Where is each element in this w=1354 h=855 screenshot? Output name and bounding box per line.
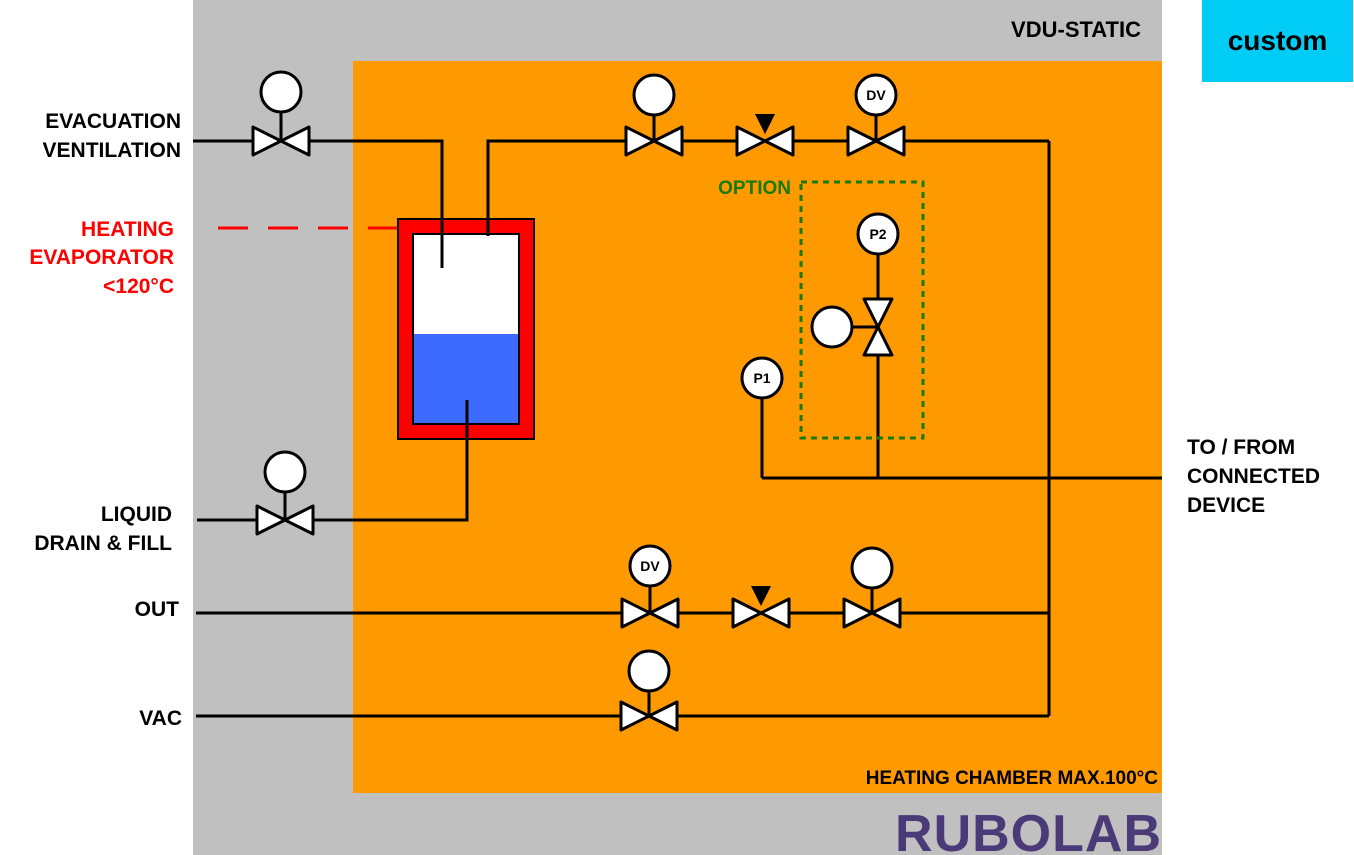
evacuation-label: EVACUATION [45,110,181,133]
option-valve[interactable] [862,297,894,357]
top-dv-actuator[interactable] [854,73,898,117]
temperature-label: <120°C [103,275,174,298]
option-valve-actuator[interactable] [810,305,854,349]
top-check-valve[interactable] [735,125,795,157]
evaporator-vessel [397,218,535,440]
device-label-3: DEVICE [1187,494,1265,517]
liquid-label: LIQUID [101,503,172,526]
custom-badge: custom [1202,0,1353,82]
out-dv-valve[interactable] [620,597,680,629]
heating-label: HEATING [81,218,174,241]
check-valve-markers [751,114,775,606]
liquid-drain-valve[interactable] [255,504,315,536]
drain-fill-label: DRAIN & FILL [34,532,172,555]
device-label-2: CONNECTED [1187,465,1320,488]
chamber-label: HEATING CHAMBER MAX.100°C [866,768,1159,789]
p2-tag: P2 [869,226,886,242]
top-valve-1-actuator[interactable] [632,73,676,117]
p2-gauge[interactable] [856,212,900,256]
liquid-valve-actuator[interactable] [263,450,307,494]
out-dv-actuator[interactable] [628,544,672,588]
p1-tag: P1 [753,370,770,386]
evacuation-valve[interactable] [251,125,311,157]
evaporator-gas-space [413,234,519,334]
top-dv-tag: DV [866,87,886,103]
evaporator-label: EVAPORATOR [29,246,174,269]
evacuation-valve-actuator[interactable] [259,70,303,114]
out-dv-tag: DV [640,558,660,574]
vac-valve[interactable] [619,700,679,732]
vac-valve-actuator[interactable] [627,649,671,693]
option-box [799,180,925,440]
unit-title: VDU-STATIC [1011,17,1141,42]
valve-stems [279,110,878,716]
top-dv-valve[interactable] [846,125,906,157]
p1-gauge[interactable] [740,356,784,400]
out-check-valve[interactable] [731,597,791,629]
out-label: OUT [135,598,180,621]
out-valve-3-actuator[interactable] [850,546,894,590]
option-label: OPTION [718,178,791,199]
device-label-1: TO / FROM [1187,436,1295,459]
vac-label: VAC [139,707,182,730]
top-valve-1[interactable] [624,125,684,157]
ventilation-label: VENTILATION [43,139,181,162]
out-valve-3[interactable] [842,597,902,629]
rubolab-logo: RUBOLAB [895,805,1162,855]
